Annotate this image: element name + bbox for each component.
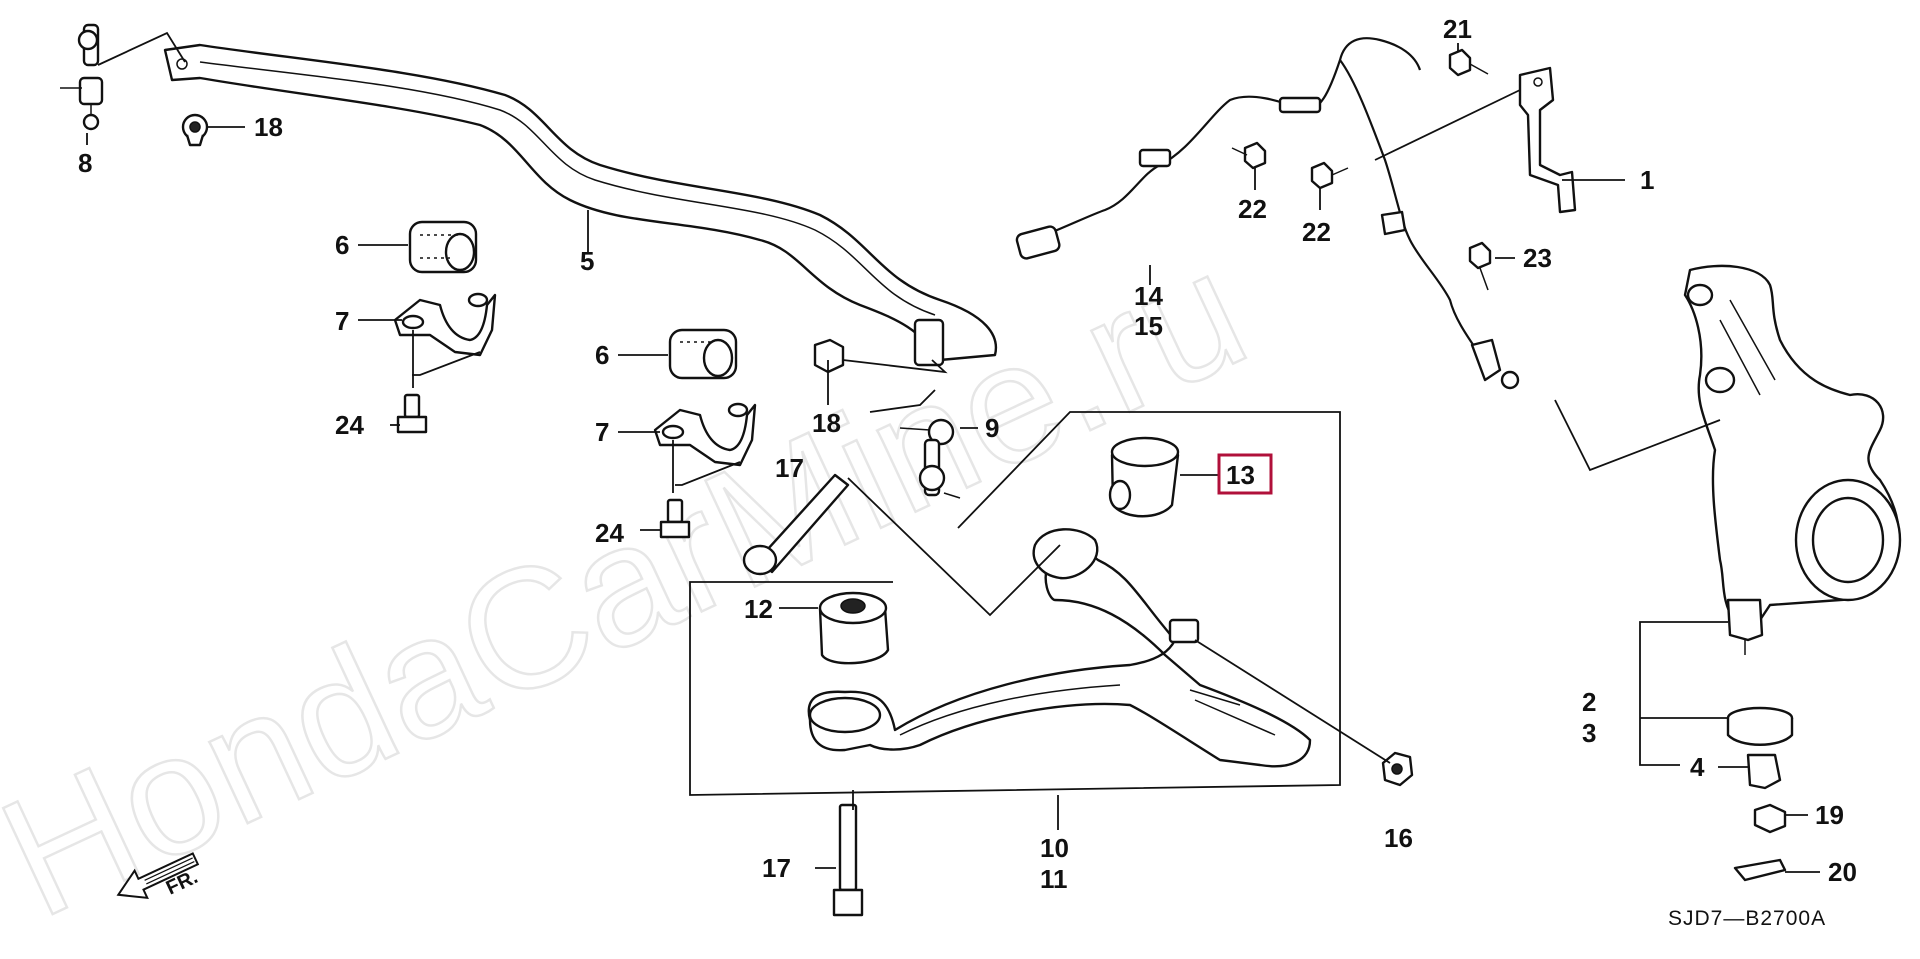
callout-14[interactable]: 14	[1134, 281, 1163, 311]
callout-11[interactable]: 11	[1040, 864, 1068, 894]
stabilizer-link-left[interactable]	[60, 23, 104, 131]
callout-8[interactable]: 8	[78, 148, 92, 178]
callout-6-upper[interactable]: 6	[335, 230, 349, 260]
stabilizer-bar[interactable]	[163, 43, 998, 367]
flange-bolt-17-upper[interactable]	[742, 473, 850, 576]
callout-23[interactable]: 23	[1523, 243, 1552, 273]
callout-18-mid[interactable]: 18	[812, 408, 841, 438]
flange-bolt-17-lower[interactable]	[832, 803, 864, 917]
callout-labels: 1 2 3 4 5 6 6 7 7 8 9 10 11 12 13 14 15 …	[78, 14, 1857, 894]
diagram-code: SJD7—B2700A	[1668, 907, 1826, 930]
callout-9[interactable]: 9	[985, 413, 999, 443]
callout-17-lower[interactable]: 17	[762, 853, 791, 883]
wheel-sensor-harness[interactable]	[1015, 37, 1520, 390]
callout-10[interactable]: 10	[1040, 833, 1069, 863]
flange-bolt-22-a[interactable]	[1231, 141, 1267, 170]
boot-4[interactable]	[1746, 753, 1782, 790]
callout-24-lower[interactable]: 24	[595, 518, 624, 548]
sensor-bracket-1[interactable]	[1518, 66, 1577, 214]
callout-1[interactable]: 1	[1640, 165, 1654, 195]
callout-5[interactable]: 5	[580, 246, 594, 276]
steering-knuckle[interactable]	[1683, 264, 1902, 655]
callout-22-a[interactable]: 22	[1238, 194, 1267, 224]
leader-lines	[86, 31, 1820, 873]
bushing-holder-upper[interactable]	[393, 292, 497, 357]
flange-bolt-24-upper[interactable]	[396, 393, 428, 434]
flange-bolt-23[interactable]	[1468, 241, 1492, 291]
callout-15[interactable]: 15	[1134, 311, 1163, 341]
callout-19[interactable]: 19	[1815, 800, 1844, 830]
flange-nut-16[interactable]	[1381, 751, 1414, 787]
set-ring-2-3[interactable]	[1726, 706, 1794, 746]
callout-12[interactable]: 12	[744, 594, 773, 624]
callout-16[interactable]: 16	[1384, 823, 1413, 853]
compliance-bushing-12[interactable]	[818, 591, 890, 665]
stabilizer-link-9[interactable]	[899, 418, 961, 499]
callout-21[interactable]: 21	[1443, 14, 1472, 44]
cotter-pin-20[interactable]	[1733, 858, 1787, 882]
callout-7-upper[interactable]: 7	[335, 306, 349, 336]
callout-4[interactable]: 4	[1690, 752, 1705, 782]
callout-22-b[interactable]: 22	[1302, 217, 1331, 247]
callout-20[interactable]: 20	[1828, 857, 1857, 887]
front-direction-arrow	[116, 852, 200, 899]
self-locking-nut-18-top[interactable]	[181, 113, 209, 147]
stabilizer-bushing-lower[interactable]	[668, 328, 738, 380]
lower-arm[interactable]	[807, 528, 1312, 768]
flange-bolt-22-b[interactable]	[1310, 161, 1349, 190]
callout-13[interactable]: 13	[1226, 460, 1255, 490]
castle-nut-19[interactable]	[1753, 803, 1787, 834]
callout-2[interactable]: 2	[1582, 687, 1596, 717]
lower-arm-bushing-13[interactable]	[1108, 436, 1180, 518]
callout-6-lower[interactable]: 6	[595, 340, 609, 370]
callout-18-top[interactable]: 18	[254, 112, 283, 142]
flange-bolt-24-lower[interactable]	[659, 498, 691, 539]
callout-7-lower[interactable]: 7	[595, 417, 609, 447]
bushing-holder-lower[interactable]	[653, 402, 757, 467]
stabilizer-bushing-upper[interactable]	[408, 220, 478, 274]
callout-24-upper[interactable]: 24	[335, 410, 364, 440]
callout-3[interactable]: 3	[1582, 718, 1596, 748]
flange-bolt-21[interactable]	[1448, 48, 1489, 77]
highlight-box-13	[1217, 453, 1273, 495]
self-locking-nut-18-mid[interactable]	[813, 338, 845, 374]
callout-17-upper[interactable]: 17	[775, 453, 804, 483]
